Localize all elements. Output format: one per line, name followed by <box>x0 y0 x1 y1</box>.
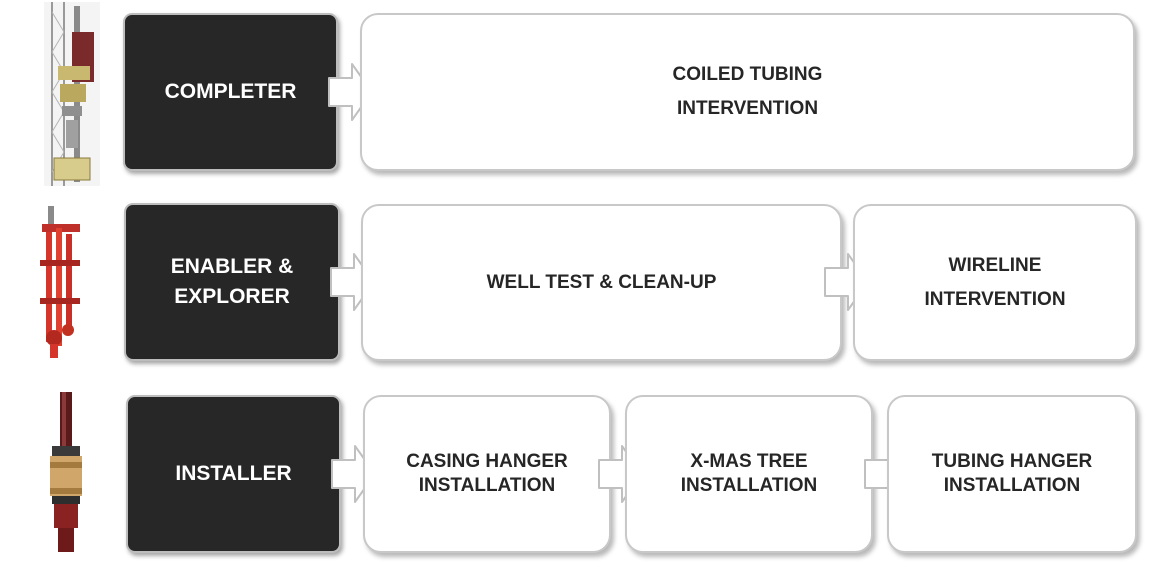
role-box-installer: INSTALLER <box>126 395 341 553</box>
service-box-casing-hanger-installation: CASING HANGER INSTALLATION <box>363 395 611 553</box>
service-box-coiled-tubing-intervention: COILED TUBING INTERVENTION <box>360 13 1135 171</box>
role-label: COMPLETER <box>164 80 297 103</box>
role-box-enabler-explorer: ENABLER & EXPLORER <box>124 203 340 361</box>
service-box-tubing-hanger-installation: TUBING HANGER INSTALLATION <box>887 395 1137 553</box>
wireline-tool-red-icon <box>40 206 80 358</box>
role-label: INSTALLER <box>175 462 292 485</box>
service-box-x-mas-tree-installation: X-MAS TREE INSTALLATION <box>625 395 873 553</box>
role-box-completer: COMPLETER <box>123 13 338 171</box>
hanger-tool-icon <box>50 392 82 552</box>
role-label: ENABLER & EXPLORER <box>170 255 294 308</box>
service-box-well-test-clean-up: WELL TEST & CLEAN-UP <box>361 204 842 361</box>
coiled-tubing-frame-icon <box>44 2 100 186</box>
service-box-wireline-intervention: WIRELINE INTERVENTION <box>853 204 1137 361</box>
